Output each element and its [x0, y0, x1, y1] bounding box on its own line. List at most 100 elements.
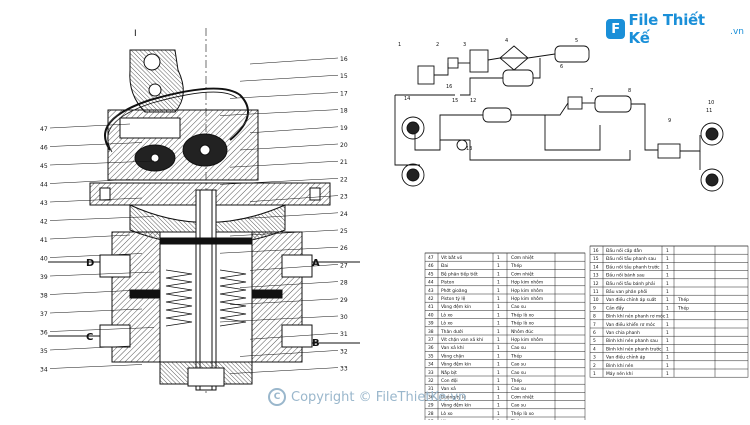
left-row-no-47: 47 — [428, 255, 434, 261]
port-a-bore — [281, 254, 313, 278]
right-row-qty-5: 1 — [666, 338, 669, 344]
port-label-c: C — [86, 332, 93, 343]
right-row-no-10: 10 — [593, 297, 599, 303]
copyright-watermark: C Copyright © FileThietKe.vn — [268, 388, 466, 406]
left-row-no-31: 31 — [428, 386, 434, 392]
right-row-no-2: 2 — [593, 363, 596, 369]
left-row-qty-41: 1 — [497, 304, 500, 310]
right-row-name-16: Đầu nối cấp dẫn — [606, 246, 642, 254]
left-row-qty-35: 1 — [497, 353, 500, 359]
right-callout-23: 23 — [340, 194, 348, 201]
right-row-name-6: Van chia phanh — [606, 330, 640, 336]
right-row-name-11: Bầu van phân phối — [606, 287, 647, 295]
right-row-qty-12: 1 — [666, 281, 669, 287]
left-row-mat-42: Hợp kim nhôm — [511, 295, 543, 302]
left-row-no-32: 32 — [428, 378, 434, 384]
right-callout-31: 31 — [340, 331, 348, 338]
right-row-no-7: 7 — [593, 322, 596, 328]
right-row-qty-10: 1 — [666, 297, 669, 303]
central-stem — [195, 189, 217, 391]
port-arrows — [48, 261, 360, 344]
left-row-name-44: Piston — [441, 280, 454, 286]
left-row-name-42: Piston tỷ lệ — [441, 295, 466, 302]
left-row-name-40: Lò xo — [441, 311, 453, 318]
right-row-name-15: Đầu nối tầu phanh sau — [606, 254, 656, 262]
right-row-qty-3: 1 — [666, 355, 669, 361]
left-row-mat-31: Cao su — [511, 386, 526, 392]
schematic-number-4: 4 — [505, 38, 508, 44]
left-callout-43: 43 — [40, 200, 48, 207]
right-row-no-13: 13 — [593, 273, 599, 279]
right-row-name-7: Van điều khiển rơ móc — [606, 320, 656, 328]
right-row-name-4: Bình khí nén phanh trước — [606, 345, 662, 352]
left-row-name-34: Vòng đệm kín — [441, 361, 471, 368]
schematic-number-16: 16 — [446, 84, 452, 90]
left-row-mat-35: Thép — [510, 352, 522, 359]
left-row-name-28: Lò xo — [441, 410, 453, 417]
left-row-mat-36: Cao su — [511, 345, 526, 351]
right-callout-22: 22 — [340, 176, 348, 183]
left-row-no-34: 34 — [428, 362, 434, 368]
left-row-mat-39: Thép lò xo — [510, 320, 534, 327]
left-callout-37: 37 — [40, 311, 48, 318]
right-callout-18: 18 — [340, 108, 348, 115]
left-row-no-36: 36 — [428, 345, 434, 351]
right-callout-28: 28 — [340, 280, 348, 287]
left-row-qty-37: 1 — [497, 337, 500, 343]
left-row-no-40: 40 — [428, 312, 434, 318]
left-row-no-42: 42 — [428, 296, 434, 302]
right-row-no-9: 9 — [593, 305, 596, 311]
schematic-number-6: 6 — [560, 64, 563, 70]
regulator-box — [469, 49, 489, 73]
right-row-qty-16: 1 — [666, 248, 669, 254]
filter-box — [447, 57, 459, 69]
left-callout-34: 34 — [40, 367, 48, 374]
right-callout-27: 27 — [340, 262, 348, 269]
right-row-name-5: Bình khí nén phanh sau — [606, 337, 658, 344]
left-callout-41: 41 — [40, 237, 48, 244]
left-callout-39: 39 — [40, 274, 48, 281]
port-label-b: B — [312, 338, 320, 349]
left-row-qty-28: 1 — [497, 411, 500, 417]
copyright-circle-icon: C — [268, 388, 286, 406]
right-row-qty-1: 1 — [666, 371, 669, 377]
lever-pin-lower — [148, 83, 162, 97]
wheel-front-right — [700, 122, 724, 146]
right-row-qty-14: 1 — [666, 264, 669, 270]
right-row-name-10: Van điều chỉnh áp suất — [606, 295, 656, 303]
left-row-no-28: 28 — [428, 411, 434, 417]
right-row-qty-8: 1 — [666, 314, 669, 320]
right-row-no-12: 12 — [593, 281, 599, 287]
left-row-qty-34: 1 — [497, 362, 500, 368]
wheel-rear-right — [700, 168, 724, 192]
left-row-mat-29: Cao su — [511, 403, 526, 409]
right-row-no-15: 15 — [593, 256, 599, 262]
left-row-qty-39: 1 — [497, 321, 500, 327]
left-row-qty-36: 1 — [497, 345, 500, 351]
schematic-number-9: 9 — [668, 118, 671, 124]
valve-section-view — [49, 28, 339, 395]
right-row-mat-9: Thép — [677, 304, 689, 311]
left-row-mat-44: Hợp kim nhôm — [511, 279, 543, 286]
left-row-qty-32: 1 — [497, 378, 500, 384]
pneumatic-schematic — [394, 45, 724, 192]
left-row-name-30: Buồng tỷ lệ — [441, 392, 466, 400]
right-row-name-3: Van điều chỉnh áp — [606, 353, 645, 361]
left-row-name-45: Bệ phân tiếp tiết — [441, 270, 478, 277]
schematic-number-11: 11 — [706, 108, 712, 114]
right-row-no-4: 4 — [593, 346, 596, 352]
right-row-qty-9: 1 — [666, 305, 669, 311]
right-row-no-6: 6 — [593, 330, 596, 336]
rear-tank — [482, 107, 512, 123]
left-row-no-45: 45 — [428, 271, 434, 277]
left-row-qty-30: 1 — [497, 394, 500, 400]
trailer-valve — [657, 143, 681, 159]
distribution-valve — [567, 96, 583, 110]
brand-logo[interactable]: F File Thiết Kế .vn — [606, 11, 744, 47]
logo-brand-suffix: .vn — [730, 26, 744, 37]
left-row-mat-38: Nhôm đúc — [511, 328, 534, 335]
left-row-qty-33: 1 — [497, 370, 500, 376]
schematic-number-12: 12 — [470, 98, 476, 104]
